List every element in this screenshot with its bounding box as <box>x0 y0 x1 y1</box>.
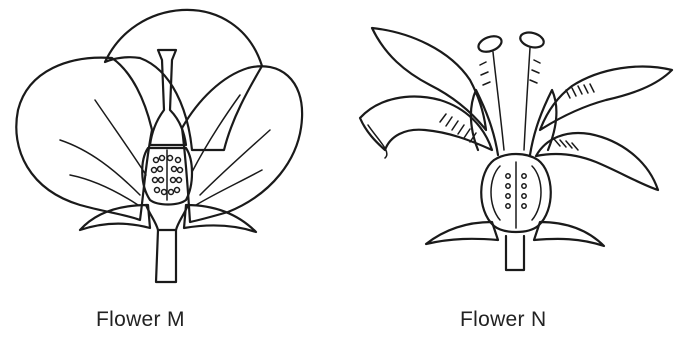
flower-m-right-sepal <box>184 205 256 232</box>
flower-n-lower-right-petal <box>536 133 658 190</box>
flower-m-stigma <box>150 50 186 145</box>
flower-n-ovary-wall <box>491 162 541 228</box>
flower-m-left-petal <box>16 58 152 220</box>
flower-m-label: Flower M <box>96 308 185 332</box>
flower-m-petal-vein <box>95 100 146 175</box>
flower-m-right-petal <box>182 66 302 222</box>
flower-m-receptacle <box>146 205 188 230</box>
flower-m <box>16 10 302 282</box>
flower-n-left-sepal <box>426 222 498 244</box>
flower-n-right-sepal <box>534 222 604 246</box>
flower-n-stamen-hairs <box>480 60 540 85</box>
flower-m-ovules <box>152 150 183 200</box>
flower-n-stalk <box>506 236 524 270</box>
flower-n-anther <box>519 30 546 50</box>
flower-n-filament <box>524 48 530 150</box>
flower-m-petal-vein <box>70 175 138 205</box>
flower-n-petal-hairs <box>554 139 578 150</box>
flower-n-right-petal <box>540 67 672 130</box>
flower-m-back-petal <box>105 10 262 150</box>
flower-n-anther <box>476 33 503 54</box>
flower-n <box>360 28 672 270</box>
flower-n-label: Flower N <box>460 308 546 332</box>
flower-m-stalk <box>156 230 176 282</box>
flower-m-petal-vein <box>192 95 240 172</box>
